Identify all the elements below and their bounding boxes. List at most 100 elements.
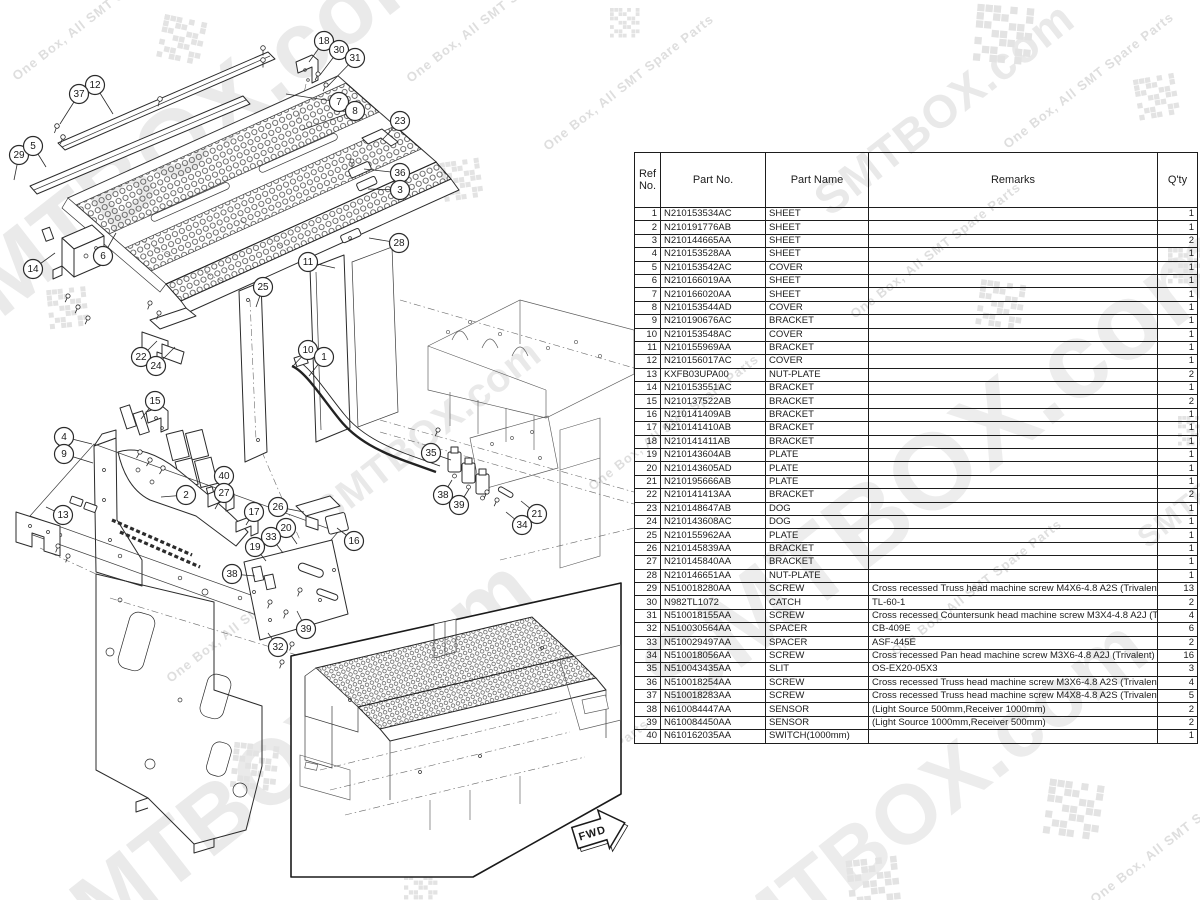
- header-ref-line2: No.: [638, 180, 657, 192]
- ref-cell: 12: [634, 354, 661, 369]
- part-name-cell: DOG: [765, 501, 869, 516]
- part-name-cell: NUT-PLATE: [765, 367, 869, 383]
- svg-text:25: 25: [257, 282, 269, 293]
- remarks-cell: [868, 287, 1158, 302]
- remarks-cell: OS-EX20-05X3: [868, 662, 1158, 677]
- svg-text:8: 8: [352, 106, 358, 117]
- balloon-4: 4: [55, 428, 93, 447]
- qty-cell: 1: [1157, 381, 1198, 396]
- qty-cell: 1: [1157, 474, 1198, 490]
- ref-cell: 16: [634, 407, 661, 423]
- ref-cell: 31: [634, 608, 661, 624]
- part-name-cell: COVER: [765, 327, 869, 342]
- svg-text:29: 29: [13, 150, 25, 161]
- remarks-cell: [868, 568, 1158, 583]
- qty-cell: 1: [1157, 461, 1198, 476]
- svg-text:18: 18: [318, 36, 330, 47]
- svg-text:5: 5: [30, 141, 36, 152]
- part-name-cell: SHEET: [765, 206, 869, 222]
- header-ref-line1: Ref: [638, 168, 657, 180]
- part-name-cell: SCREW: [765, 648, 869, 664]
- ref-cell: 17: [634, 421, 661, 436]
- balloon-35: 35: [422, 444, 452, 463]
- balloon-36: 36: [364, 164, 410, 183]
- parts-table-header: Ref No. Part No. Part Name Remarks Q'ty: [634, 152, 1198, 208]
- qty-cell: 1: [1157, 273, 1198, 289]
- svg-text:21: 21: [531, 509, 543, 520]
- remarks-cell: [868, 381, 1158, 396]
- balloon-38: 38: [434, 480, 453, 505]
- qty-cell: 16: [1157, 648, 1198, 664]
- part-name-cell: PLATE: [765, 528, 869, 543]
- qty-cell: 1: [1157, 206, 1198, 222]
- svg-text:38: 38: [437, 490, 449, 501]
- part-no-cell: N210145839AA: [660, 541, 766, 557]
- ref-cell: 2: [634, 220, 661, 235]
- qty-cell: 1: [1157, 541, 1198, 557]
- remarks-cell: [868, 220, 1158, 235]
- balloon-31: 31: [327, 49, 365, 88]
- ref-cell: 36: [634, 675, 661, 691]
- remarks-cell: [868, 421, 1158, 436]
- remarks-cell: Cross recessed Truss head machine screw …: [868, 581, 1158, 597]
- qty-cell: 1: [1157, 300, 1198, 316]
- part-name-cell: SLIT: [765, 662, 869, 677]
- remarks-cell: Cross recessed Truss head machine screw …: [868, 689, 1158, 704]
- balloon-27: 27: [215, 484, 234, 510]
- balloon-8: 8: [302, 102, 365, 131]
- part-no-cell: N210156017AC: [660, 354, 766, 369]
- qty-cell: 1: [1157, 448, 1198, 463]
- balloon-30: 30: [320, 41, 349, 76]
- part-no-cell: N210141413AA: [660, 488, 766, 503]
- part-name-cell: SCREW: [765, 689, 869, 704]
- svg-text:38: 38: [226, 569, 238, 580]
- qty-cell: 2: [1157, 233, 1198, 249]
- part-name-cell: SHEET: [765, 233, 869, 249]
- qty-cell: 2: [1157, 715, 1198, 731]
- header-part-name: Part Name: [765, 152, 869, 208]
- ref-cell: 26: [634, 541, 661, 557]
- svg-text:34: 34: [516, 520, 528, 531]
- svg-text:30: 30: [333, 45, 345, 56]
- part-no-cell: N510018283AA: [660, 689, 766, 704]
- balloon-24: 24: [147, 347, 176, 376]
- svg-text:26: 26: [272, 502, 284, 513]
- svg-text:1: 1: [321, 352, 327, 363]
- part-no-cell: N210146651AA: [660, 568, 766, 583]
- svg-text:39: 39: [453, 500, 465, 511]
- part-no-cell: N610162035AA: [660, 729, 766, 744]
- remarks-cell: [868, 555, 1158, 570]
- balloon-32: 32: [268, 633, 288, 657]
- ref-cell: 3: [634, 233, 661, 249]
- part-name-cell: PLATE: [765, 474, 869, 490]
- ref-cell: 40: [634, 729, 661, 744]
- part-name-cell: BRACKET: [765, 434, 869, 450]
- part-no-cell: N210166019AA: [660, 273, 766, 289]
- remarks-cell: Cross recessed Truss head machine screw …: [868, 675, 1158, 691]
- part-name-cell: DOG: [765, 514, 869, 530]
- part-name-cell: PLATE: [765, 448, 869, 463]
- part-name-cell: SHEET: [765, 287, 869, 302]
- part-name-cell: SCREW: [765, 581, 869, 597]
- svg-text:7: 7: [336, 97, 342, 108]
- part-no-cell: N510030564AA: [660, 622, 766, 637]
- ref-cell: 24: [634, 514, 661, 530]
- svg-text:12: 12: [89, 80, 101, 91]
- svg-text:4: 4: [61, 432, 67, 443]
- part-no-cell: KXFB03UPA00: [660, 367, 766, 383]
- callout-balloons: 1830311237782329536361428112522241011549…: [10, 32, 547, 657]
- part-no-cell: N210153548AC: [660, 327, 766, 342]
- balloon-39: 39: [297, 611, 316, 639]
- svg-text:19: 19: [249, 542, 261, 553]
- qty-cell: 1: [1157, 407, 1198, 423]
- svg-text:6: 6: [100, 251, 106, 262]
- ref-cell: 11: [634, 340, 661, 356]
